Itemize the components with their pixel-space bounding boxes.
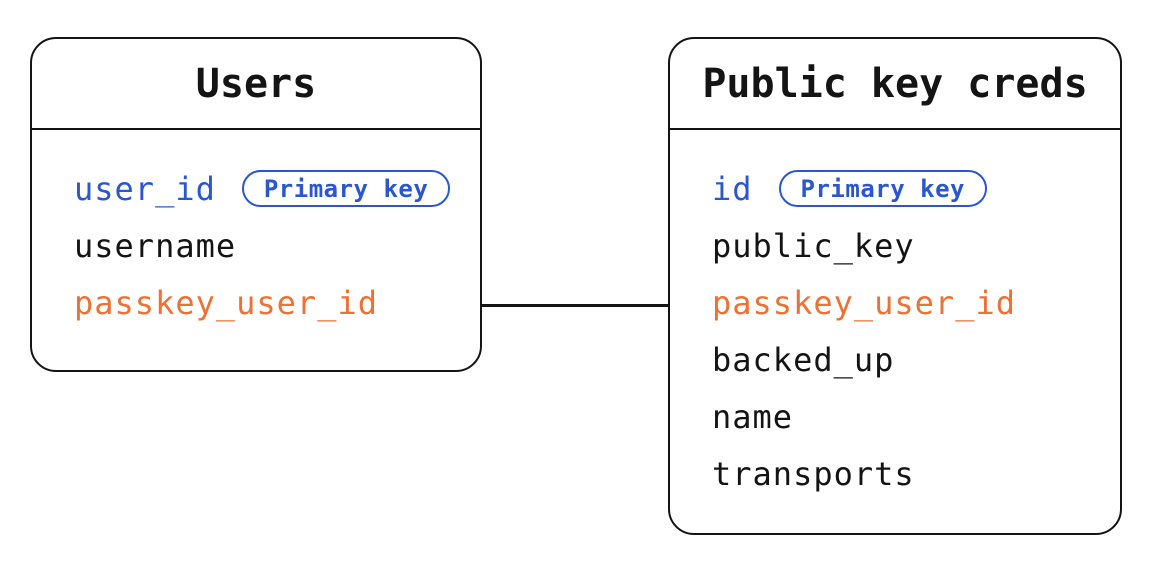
field-row: username	[74, 217, 480, 274]
field-label: transports	[712, 454, 915, 493]
field-row: passkey_user_id	[712, 274, 1120, 331]
field-label: passkey_user_id	[712, 283, 1016, 322]
field-label: name	[712, 397, 794, 436]
public-key-creds-table-title: Public key creds	[702, 60, 1088, 107]
primary-key-badge: Primary key	[778, 170, 987, 207]
field-row: backed_up	[712, 331, 1120, 388]
field-row: user_id Primary key	[74, 160, 480, 217]
field-row: transports	[712, 445, 1120, 502]
field-label: backed_up	[712, 340, 895, 379]
field-row: name	[712, 388, 1120, 445]
field-label: public_key	[712, 226, 915, 265]
field-label: username	[74, 226, 237, 265]
public-key-creds-table: Public key creds id Primary key public_key…	[668, 37, 1122, 535]
users-table-header: Users	[32, 39, 480, 130]
users-table-title: Users	[195, 60, 317, 107]
public-key-creds-table-header: Public key creds	[670, 39, 1120, 130]
field-row: passkey_user_id	[74, 274, 480, 331]
primary-key-badge: Primary key	[241, 170, 451, 207]
relationship-line	[481, 304, 669, 307]
field-label: passkey_user_id	[74, 283, 378, 322]
field-label: user_id	[74, 169, 216, 208]
field-row: id Primary key	[712, 160, 1120, 217]
field-row: public_key	[712, 217, 1120, 274]
field-label: id	[712, 169, 753, 208]
